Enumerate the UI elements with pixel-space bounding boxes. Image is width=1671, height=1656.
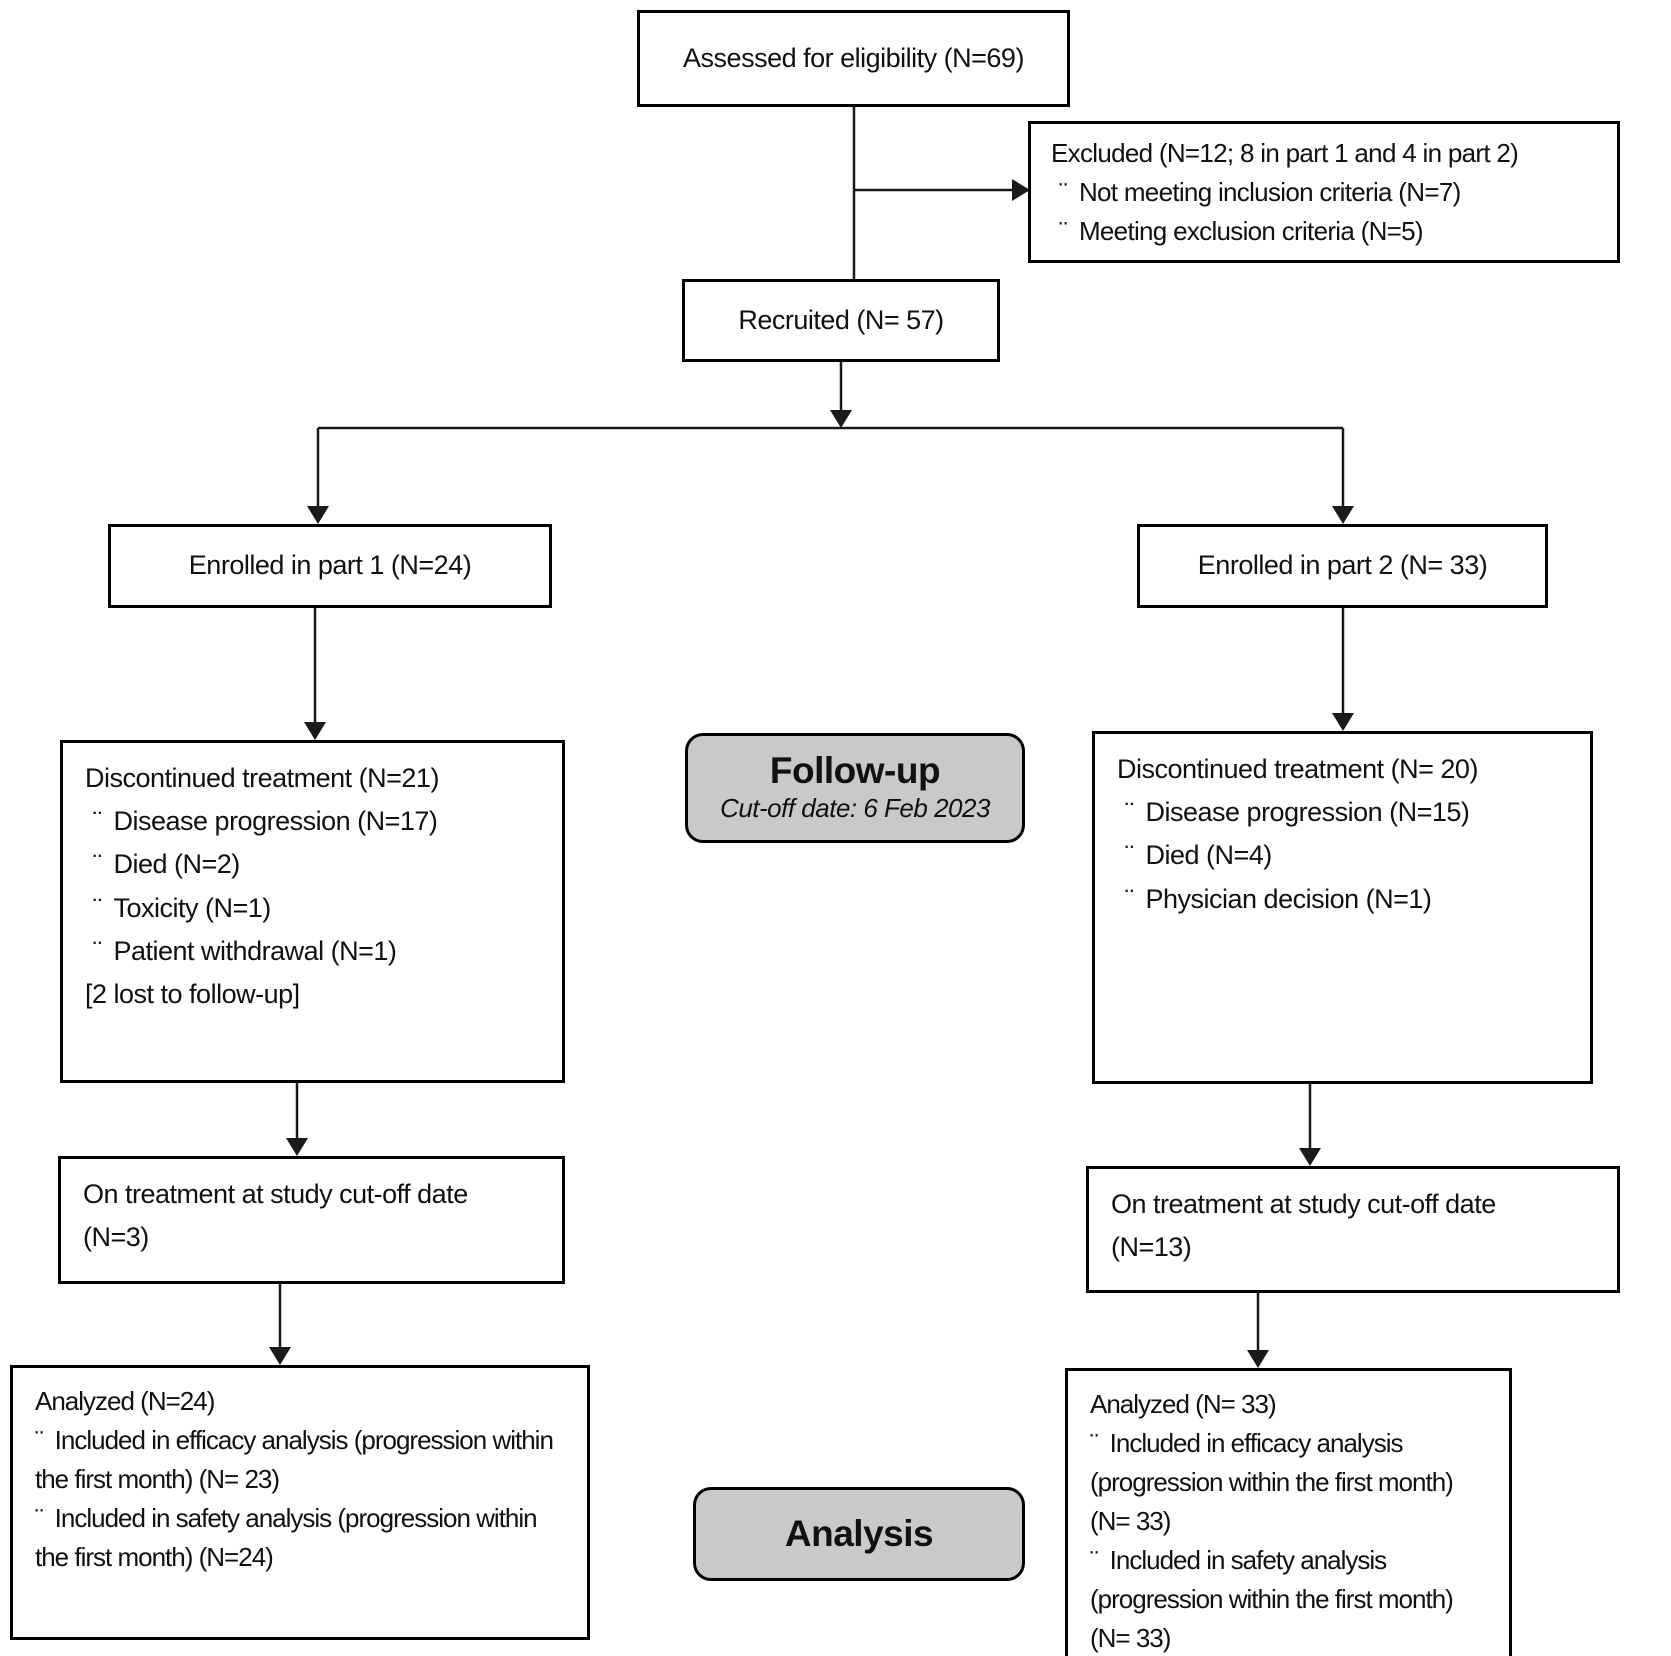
arrowhead-enrolled1	[307, 506, 329, 524]
analyzed1-title: Analyzed (N=24)	[35, 1386, 215, 1416]
stage-followup: Follow-up Cut-off date: 6 Feb 2023	[685, 733, 1025, 843]
bullet-glyph: ¨	[1059, 177, 1068, 207]
box-assessed: Assessed for eligibility (N=69)	[637, 10, 1070, 107]
bullet-glyph: ¨	[1125, 797, 1134, 828]
bullet-glyph: ¨	[1059, 216, 1068, 246]
bullet-glyph: ¨	[93, 806, 102, 837]
box-recruited: Recruited (N= 57)	[682, 279, 1000, 362]
arrowhead-disc1	[304, 722, 326, 740]
assessed-label: Assessed for eligibility (N=69)	[683, 42, 1024, 73]
arrowhead-excluded	[1012, 179, 1030, 201]
enrolled-part2-label: Enrolled in part 2 (N= 33)	[1197, 550, 1488, 581]
arrowhead-analyzed1	[269, 1347, 291, 1365]
arrowhead-analyzed2	[1247, 1350, 1269, 1368]
ontreatment1-line2: (N=3)	[83, 1222, 149, 1253]
bullet-glyph: ¨	[93, 892, 102, 923]
arrowhead-split	[830, 410, 852, 428]
box-analyzed-part1: Analyzed (N=24) ¨Included in efficacy an…	[10, 1365, 590, 1640]
box-discontinued-part2: Discontinued treatment (N= 20) ¨Disease …	[1092, 731, 1593, 1084]
analysis-title: Analysis	[784, 1512, 934, 1554]
box-enrolled-part2: Enrolled in part 2 (N= 33)	[1137, 524, 1548, 608]
analyzed1-item: ¨Included in safety analysis (progressio…	[35, 1503, 538, 1572]
analyzed2-item: ¨Included in efficacy analysis (progress…	[1090, 1428, 1454, 1536]
bullet-glyph: ¨	[93, 935, 102, 966]
discontinued1-item: ¨Died (N=2)	[93, 849, 240, 880]
excluded-title: Excluded (N=12; 8 in part 1 and 4 in par…	[1051, 138, 1519, 168]
box-enrolled-part1: Enrolled in part 1 (N=24)	[108, 524, 552, 608]
bullet-glyph: ¨	[1090, 1545, 1099, 1575]
box-analyzed-part2: Analyzed (N= 33) ¨Included in efficacy a…	[1065, 1368, 1512, 1656]
discontinued2-item: ¨Died (N=4)	[1125, 840, 1272, 871]
arrowhead-ontreat1	[286, 1138, 308, 1156]
bullet-glyph: ¨	[1090, 1428, 1099, 1458]
discontinued1-note: [2 lost to follow-up]	[85, 978, 300, 1009]
bullet-glyph: ¨	[93, 849, 102, 880]
stage-analysis: Analysis	[693, 1487, 1025, 1581]
box-excluded: Excluded (N=12; 8 in part 1 and 4 in par…	[1028, 121, 1620, 263]
arrowhead-ontreat2	[1299, 1148, 1321, 1166]
excluded-item: ¨Meeting exclusion criteria (N=5)	[1059, 216, 1424, 246]
arrowhead-disc2	[1332, 713, 1354, 731]
bullet-glyph: ¨	[1125, 840, 1134, 871]
ontreatment2-line1: On treatment at study cut-off date	[1111, 1189, 1496, 1219]
box-ontreatment-part1: On treatment at study cut-off date (N=3)	[58, 1156, 565, 1284]
followup-title: Follow-up	[769, 749, 941, 791]
bullet-glyph: ¨	[35, 1503, 44, 1533]
discontinued1-item: ¨Toxicity (N=1)	[93, 892, 271, 923]
bullet-glyph: ¨	[35, 1425, 44, 1455]
discontinued2-title: Discontinued treatment (N= 20)	[1117, 754, 1478, 784]
ontreatment1-line1: On treatment at study cut-off date	[83, 1179, 468, 1209]
bullet-glyph: ¨	[1125, 883, 1134, 914]
recruited-label: Recruited (N= 57)	[738, 304, 944, 335]
discontinued2-item: ¨Disease progression (N=15)	[1125, 797, 1470, 828]
analyzed2-item: ¨Included in safety analysis (progressio…	[1090, 1545, 1454, 1653]
discontinued1-title: Discontinued treatment (N=21)	[85, 763, 439, 793]
box-discontinued-part1: Discontinued treatment (N=21) ¨Disease p…	[60, 740, 565, 1083]
analyzed1-item: ¨Included in efficacy analysis (progress…	[35, 1425, 554, 1494]
discontinued1-item: ¨Patient withdrawal (N=1)	[93, 935, 397, 966]
followup-cutoff-date: Cut-off date: 6 Feb 2023	[720, 793, 990, 824]
box-ontreatment-part2: On treatment at study cut-off date (N=13…	[1086, 1166, 1620, 1293]
ontreatment2-line2: (N=13)	[1111, 1232, 1192, 1263]
excluded-item: ¨Not meeting inclusion criteria (N=7)	[1059, 177, 1461, 207]
enrolled-part1-label: Enrolled in part 1 (N=24)	[188, 550, 472, 581]
discontinued2-item: ¨Physician decision (N=1)	[1125, 883, 1432, 914]
arrowhead-enrolled2	[1332, 506, 1354, 524]
discontinued1-item: ¨Disease progression (N=17)	[93, 806, 438, 837]
analyzed2-title: Analyzed (N= 33)	[1090, 1389, 1277, 1419]
